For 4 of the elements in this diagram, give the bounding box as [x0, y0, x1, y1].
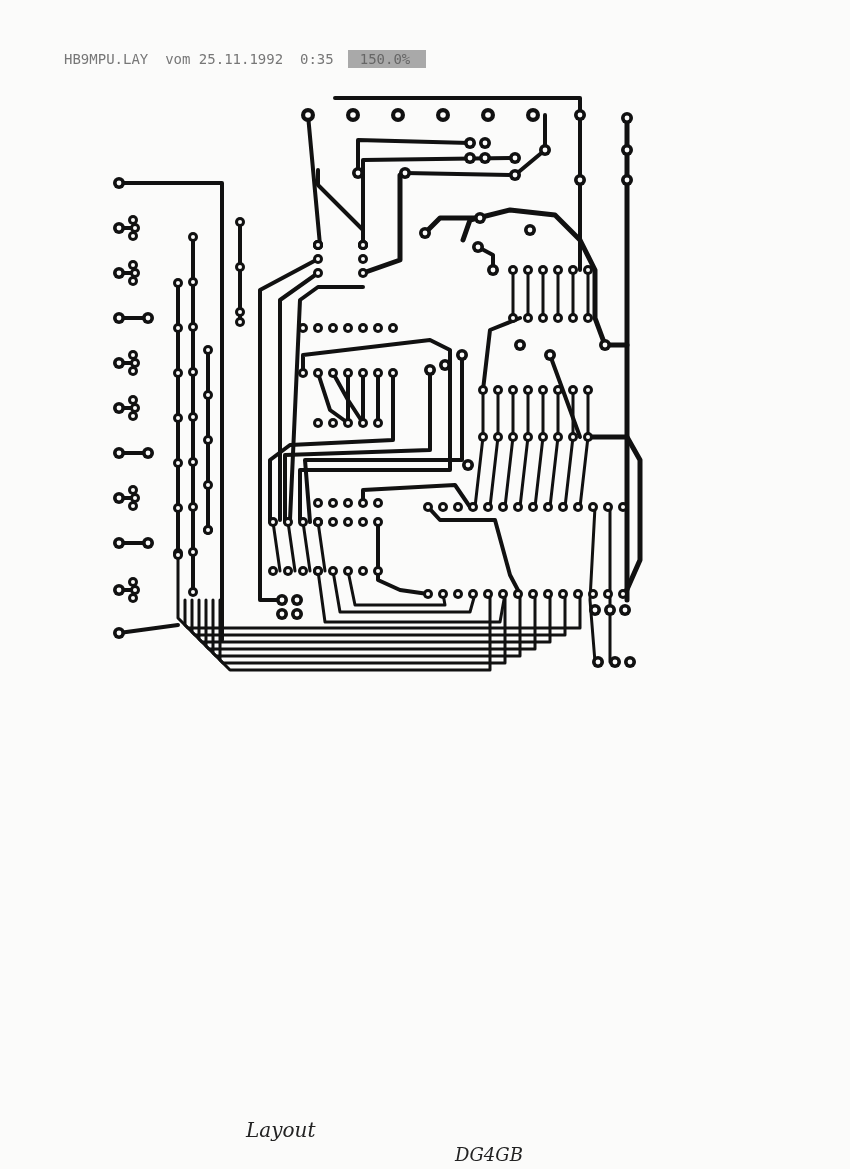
handwritten-note: Layout [246, 1118, 316, 1142]
scale-label: 150.0% [347, 50, 427, 68]
handwritten-note: DG4GB [455, 1144, 523, 1165]
file-header-text: HB9MPU.LAY vom 25.11.1992 0:35 [64, 51, 334, 67]
